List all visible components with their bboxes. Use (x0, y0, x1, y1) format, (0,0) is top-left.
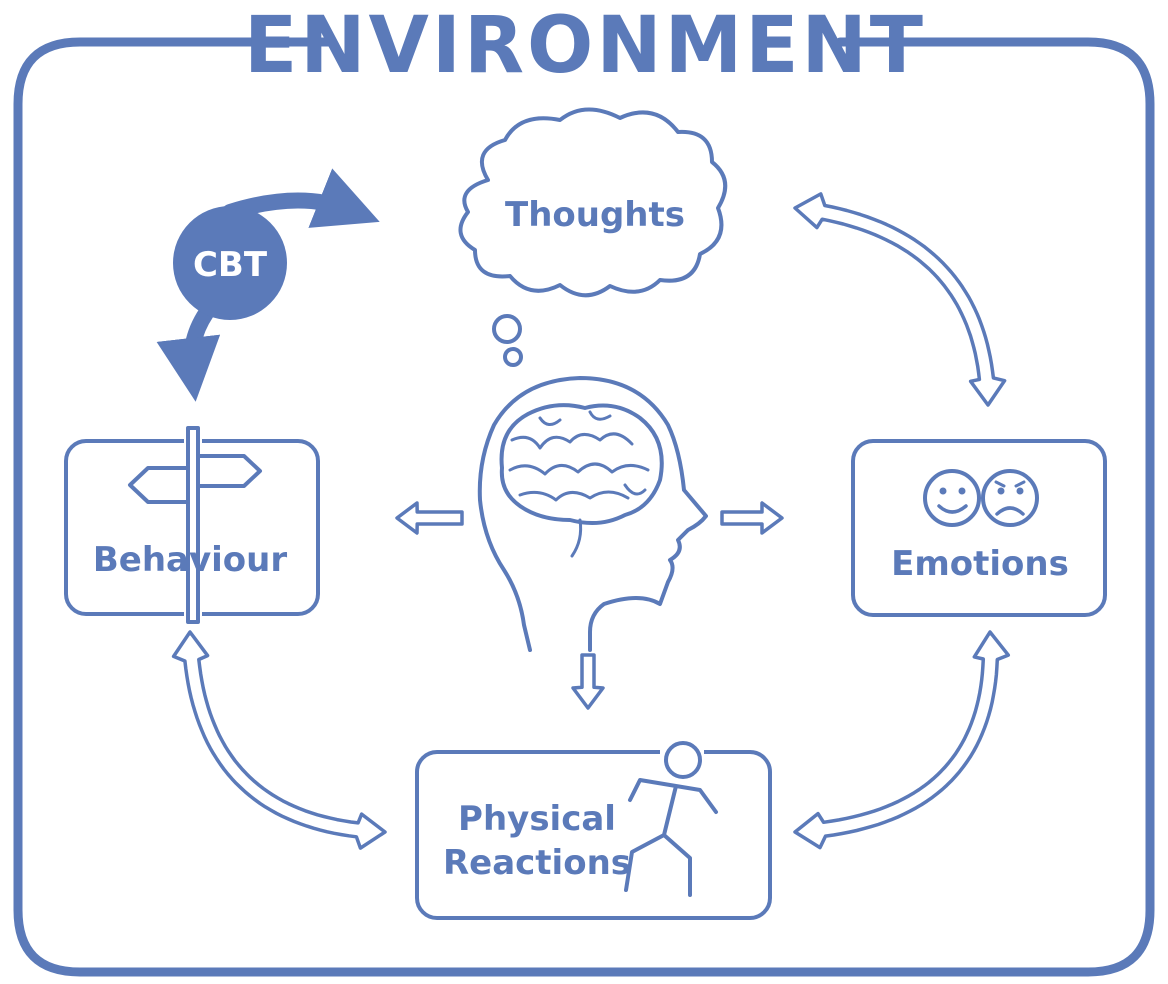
physical-reactions-node: Physical Reactions (415, 741, 772, 920)
head-to-emotions-arrow (720, 501, 784, 535)
head-to-physical-arrow (571, 653, 605, 710)
connection-arrows (171, 192, 1011, 850)
behaviour-box (64, 439, 320, 616)
cbt-badge: CBT (156, 168, 380, 402)
environment-title: ENVIRONMENT (244, 1, 926, 91)
head-to-behaviour-arrow (395, 501, 464, 535)
cbt-label: CBT (193, 245, 268, 285)
smiley-faces-icon (923, 469, 1039, 527)
thoughts-node: Thoughts (458, 107, 728, 367)
signpost-icon (128, 426, 262, 624)
environment-frame (13, 37, 1155, 977)
behaviour-node: Behaviour (64, 426, 320, 624)
behaviour-physical-arrow (171, 630, 387, 850)
thoughts-label: Thoughts (505, 195, 685, 235)
head-brain-icon (477, 376, 708, 652)
cbt-circle (173, 206, 287, 320)
physical-reactions-box (415, 750, 772, 920)
emotions-physical-arrow (793, 630, 1011, 850)
running-person-icon (624, 741, 718, 897)
thought-bubble-large (492, 314, 522, 344)
cbt-to-thoughts-arrow (222, 168, 380, 228)
thoughts-emotions-arrow (793, 192, 1007, 407)
thought-bubble-small (503, 347, 523, 367)
emotions-label: Emotions (891, 544, 1069, 584)
thought-cloud-icon (458, 107, 728, 298)
emotions-node: Emotions (851, 439, 1107, 617)
physical-label-line2: Reactions (443, 843, 631, 883)
physical-label-line1: Physical (458, 799, 616, 839)
emotions-box (851, 439, 1107, 617)
behaviour-label: Behaviour (93, 540, 288, 580)
